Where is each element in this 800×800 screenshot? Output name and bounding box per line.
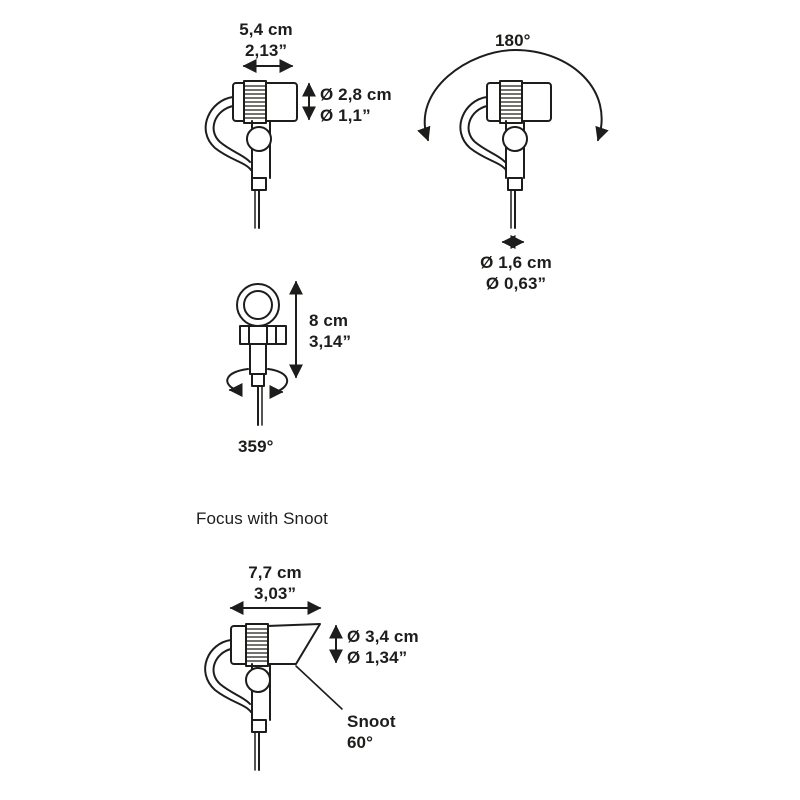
bracket <box>239 325 277 345</box>
snoot-label: Snoot <box>347 712 396 731</box>
spotlight-rotation-view <box>417 49 609 249</box>
stem-diameter-label-in: Ø 0,63” <box>485 274 547 293</box>
stem-diameter-label-cm: Ø 1,6 cm <box>480 253 552 272</box>
spotlight-front-view <box>226 280 303 426</box>
rotation-label-180: 180° <box>495 31 531 50</box>
adjustment-knob <box>275 325 287 345</box>
snoot-width-label-in: 3,03” <box>253 584 297 603</box>
snoot-diameter-label-cm: Ø 3,4 cm <box>347 627 419 646</box>
snoot-angle-label: 60° <box>347 733 374 752</box>
snoot-leader-line <box>295 665 343 710</box>
height-label-cm: 8 cm <box>309 311 349 330</box>
width-label-cm: 5,4 cm <box>239 20 293 39</box>
lamp-ring-inner <box>243 290 273 320</box>
pivot-joint <box>502 126 528 152</box>
diameter-label-cm: Ø 2,8 cm <box>320 85 392 104</box>
cable-loop <box>459 96 507 171</box>
pivot-joint <box>246 126 272 152</box>
width-label-in: 2,13” <box>244 41 288 60</box>
height-label-in: 3,14” <box>309 332 352 351</box>
pivot-joint <box>245 667 271 693</box>
rotation-label-359: 359° <box>238 437 274 456</box>
rotation-arc-arrow <box>417 49 609 142</box>
cable-loop <box>204 639 252 713</box>
diameter-label-in: Ø 1,1” <box>320 106 371 125</box>
cable-loop <box>204 96 252 171</box>
snoot-diameter-label-in: Ø 1,34” <box>347 648 408 667</box>
section-heading: Focus with Snoot <box>196 509 328 528</box>
snoot-width-label-cm: 7,7 cm <box>248 563 302 582</box>
spotlight-snoot-view <box>204 601 343 771</box>
spotlight-side-view <box>204 59 316 229</box>
snoot-cone <box>266 623 321 665</box>
